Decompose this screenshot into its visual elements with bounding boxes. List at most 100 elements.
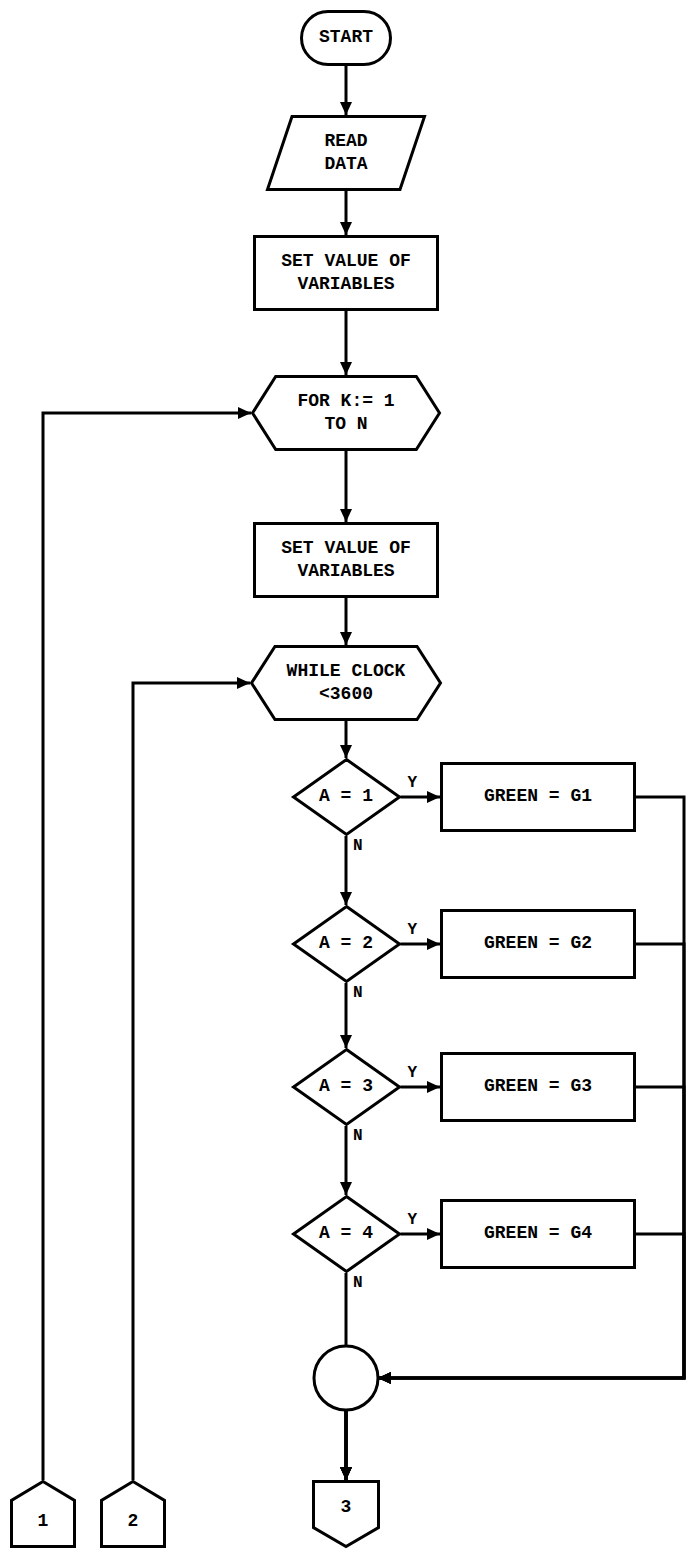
connector [340,983,352,1048]
shape-outline [250,645,442,721]
arrow-head [427,1081,440,1093]
arrow-head [237,677,250,689]
arrow-head [340,1467,352,1480]
shape-outline [266,115,426,191]
arrow-head [340,892,352,905]
connector-line [133,683,250,1480]
node-text: READ DATA [316,130,376,177]
shape-outline-path [293,1197,399,1272]
edge-label: N [352,985,364,1003]
shape-outline-path [268,117,425,190]
connector [340,836,352,905]
node-text: A = 4 [319,1222,373,1245]
arrow-head [378,1372,391,1384]
connector [401,1081,441,1093]
arrow-head [340,222,352,235]
node-text-group: WHILE CLOCK <3600 [284,660,409,707]
shape-outline-path [12,1482,75,1547]
arrow-head [340,1182,352,1195]
connector [340,1234,684,1480]
connector [340,451,352,522]
arrow-head [427,938,440,950]
process-box: GREEN = G1 [440,762,636,832]
connector-line [378,1087,684,1378]
node-text: START [319,26,373,49]
node-text-group: READ DATA [316,130,376,177]
connector [340,311,352,375]
shape-outline-path [293,1050,399,1125]
connector [340,1087,684,1480]
shape-outline-path [293,760,399,835]
arrow-head [340,509,352,522]
shape-outline-path [253,377,440,450]
process-box: GREEN = G4 [440,1199,636,1269]
connector [340,1273,352,1480]
node-text-group: GREEN = G3 [484,1075,592,1098]
connector [340,191,352,235]
edge-label: N [352,1128,364,1146]
arrow-head [340,632,352,645]
decision-diamond: A = 2 [292,905,401,983]
junction-circle [314,1346,378,1410]
node-text-group: FOR K:= 1 TO N [286,390,406,437]
shape-outline-path [252,647,441,720]
edge-label: Y [407,1065,419,1083]
arrow-head [427,1228,440,1240]
node-text: 3 [341,1496,352,1519]
node-text-group: 1 [38,1510,49,1533]
node-text-group: 2 [128,1510,139,1533]
arrow-head [340,1467,352,1480]
arrow-head [340,1467,352,1480]
connector [340,1126,352,1195]
decision-diamond: A = 3 [292,1048,401,1126]
node-text-group: SET VALUE OF VARIABLES [263,537,429,584]
node-text-group: GREEN = G1 [484,785,592,808]
off-page-connector: 1 [10,1480,76,1548]
arrow-head [378,1372,391,1384]
shape-outline-path [293,907,399,982]
arrow-head [378,1372,391,1384]
arrow-head [340,1467,352,1480]
node-text-group: A = 3 [319,1075,373,1098]
node-text-group: A = 1 [319,785,373,808]
node-text: A = 1 [319,785,373,808]
connector [401,791,441,803]
node-text: GREEN = G2 [484,932,592,955]
edge-label: Y [407,775,419,793]
terminal: START [300,10,392,66]
node-text-group: START [319,26,373,49]
shape-outline [251,375,441,451]
process-box: GREEN = G2 [440,909,636,979]
connector [401,1228,441,1240]
off-page-connector: 2 [100,1480,166,1548]
process-box: GREEN = G3 [440,1052,636,1122]
edge-label: Y [407,922,419,940]
arrow-head [378,1372,391,1384]
io-parallelogram: READ DATA [266,115,426,191]
connector [340,721,352,758]
node-text-group: A = 2 [319,932,373,955]
connector [340,944,684,1480]
connector-line [378,797,684,1378]
node-text: WHILE CLOCK <3600 [284,660,409,707]
edge-label: N [352,838,364,856]
process-box: SET VALUE OF VARIABLES [253,235,439,311]
node-text: GREEN = G1 [484,785,592,808]
node-text: A = 2 [319,932,373,955]
arrow-head [340,102,352,115]
node-text: GREEN = G4 [484,1222,592,1245]
node-text-group: GREEN = G4 [484,1222,592,1245]
node-text: SET VALUE OF VARIABLES [263,250,429,297]
arrow-head [340,1035,352,1048]
arrow-head [238,407,251,419]
node-text: FOR K:= 1 TO N [286,390,406,437]
connector [340,797,684,1480]
loop-hexagon: WHILE CLOCK <3600 [250,645,442,721]
arrow-head [427,791,440,803]
node-text-group: A = 4 [319,1222,373,1245]
loop-hexagon: FOR K:= 1 TO N [251,375,441,451]
connector [340,66,352,115]
arrow-head [340,362,352,375]
arrow-head [340,1467,352,1480]
